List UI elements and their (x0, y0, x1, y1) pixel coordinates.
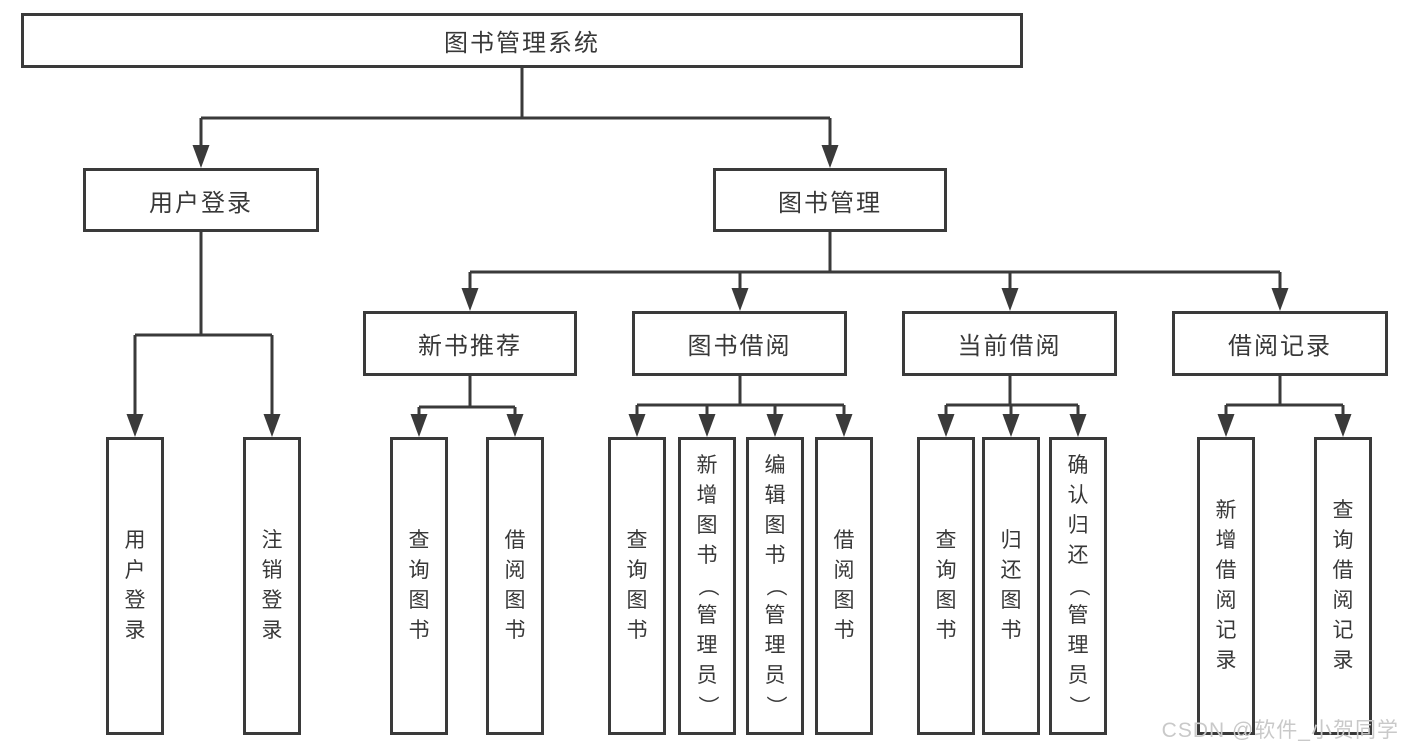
leaf-confirm-return-admin: 确认归还（管理员） (1049, 437, 1107, 735)
leaf-query-book-borrow: 查询图书 (608, 437, 666, 735)
node-borrow-records: 借阅记录 (1172, 311, 1388, 376)
leaf-borrow-book-recommend: 借阅图书 (486, 437, 544, 735)
leaf-edit-book-admin: 编辑图书（管理员） (746, 437, 804, 735)
node-book-borrow: 图书借阅 (632, 311, 847, 376)
csdn-watermark: CSDN @软件_小贺同学 (1161, 719, 1399, 742)
leaf-user-login: 用户登录 (106, 437, 164, 735)
node-root: 图书管理系统 (21, 13, 1023, 68)
leaf-query-book-current: 查询图书 (917, 437, 975, 735)
leaf-query-borrow-record: 查询借阅记录 (1314, 437, 1372, 735)
node-book-management: 图书管理 (713, 168, 947, 232)
leaf-borrow-book-borrow: 借阅图书 (815, 437, 873, 735)
leaf-add-borrow-record: 新增借阅记录 (1197, 437, 1255, 735)
node-new-book-recommend: 新书推荐 (363, 311, 577, 376)
node-user-login: 用户登录 (83, 168, 319, 232)
leaf-return-book: 归还图书 (982, 437, 1040, 735)
node-current-borrow: 当前借阅 (902, 311, 1117, 376)
leaf-logout: 注销登录 (243, 437, 301, 735)
leaf-query-book-recommend: 查询图书 (390, 437, 448, 735)
leaf-add-book-admin: 新增图书（管理员） (678, 437, 736, 735)
